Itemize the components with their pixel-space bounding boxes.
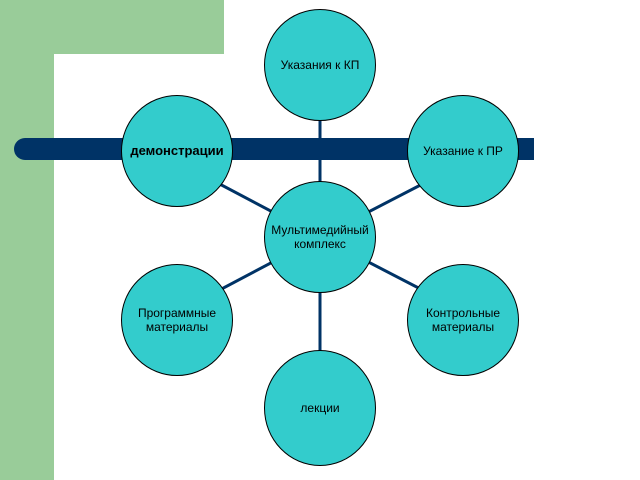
node-top-label: Указания к КП (280, 58, 360, 72)
node-top-right-label: Указание к ПР (423, 144, 503, 158)
node-bottom-left: Программные материалы (121, 264, 233, 376)
node-center-label: Мультимедийный комплекс (271, 223, 369, 251)
node-bottom: лекции (264, 350, 376, 466)
node-bottom-right: Контрольные материалы (407, 264, 519, 376)
node-top-left-label: демонстрации (130, 143, 224, 158)
green-left-bar (0, 0, 54, 480)
node-bottom-right-label: Контрольные материалы (425, 306, 501, 334)
green-top-bar (0, 0, 224, 54)
node-bottom-label: лекции (300, 401, 340, 415)
node-bottom-left-label: Программные материалы (137, 306, 217, 334)
node-center: Мультимедийный комплекс (264, 181, 376, 293)
node-top: Указания к КП (264, 9, 376, 121)
node-top-left: демонстрации (121, 95, 233, 207)
node-top-right: Указание к ПР (407, 95, 519, 207)
